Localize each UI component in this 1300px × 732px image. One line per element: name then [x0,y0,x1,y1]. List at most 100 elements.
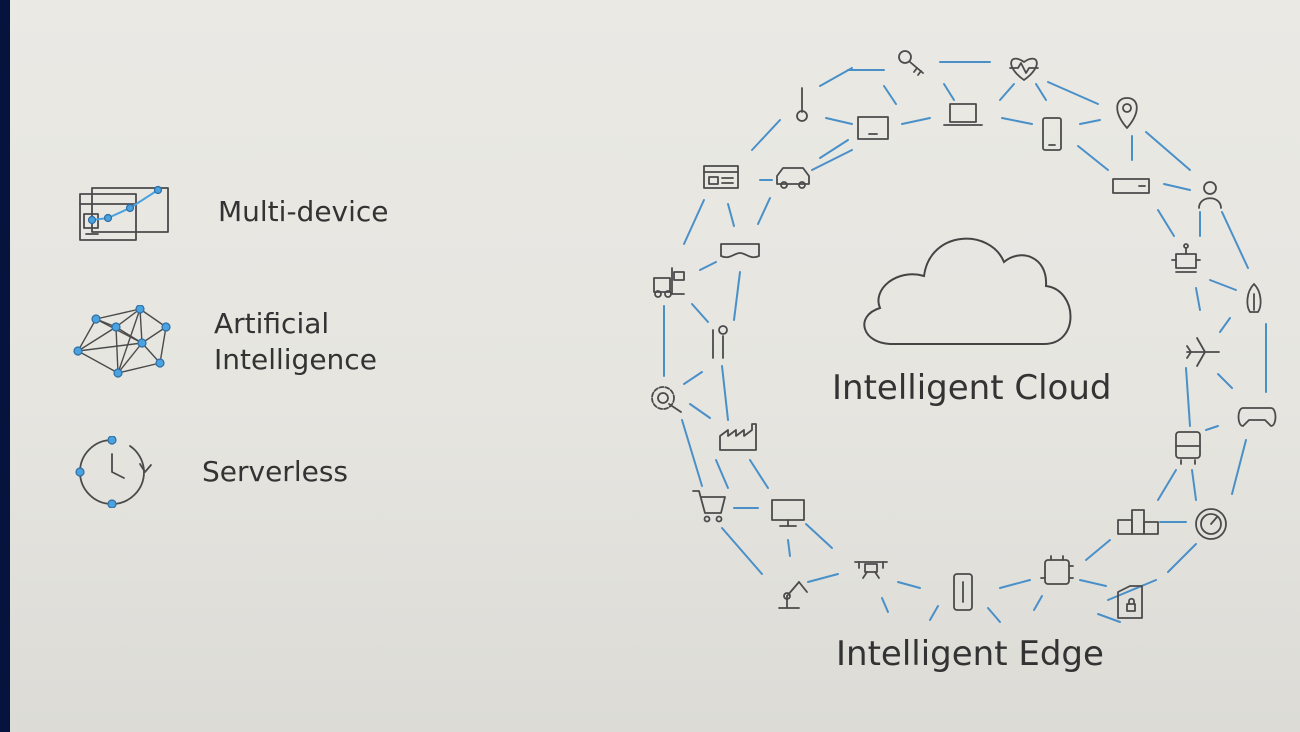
phone-icon [1042,117,1062,151]
connection-links [663,61,1267,623]
connection-link [751,119,781,151]
connection-link [1145,131,1191,171]
connection-link [683,199,705,245]
connection-link [929,605,939,621]
bus-icon [1175,431,1201,465]
connection-link [1219,317,1231,333]
connection-link [999,579,1031,589]
connection-link [1047,81,1099,105]
connection-link [1085,539,1111,561]
connection-link [1167,543,1197,573]
feature-artificial-intelligence: Artificial Intelligence [70,305,377,379]
browser-window-icon [703,165,739,189]
shopping-cart-icon [692,490,726,523]
car-icon [776,167,810,189]
connection-link [757,197,771,225]
vr-headset-icon [720,243,760,259]
connection-link [1217,373,1233,389]
connection-link [715,459,729,489]
clock-cycle-icon [75,436,152,508]
heart-monitor-icon [1009,57,1039,81]
connection-link [681,419,703,487]
connection-link [805,523,833,549]
buildings-icon [1117,509,1159,535]
location-pin-icon [1116,97,1138,129]
person-icon [1198,181,1222,209]
connection-link [691,303,709,323]
connection-link [1195,287,1201,311]
connection-link [999,83,1015,101]
connection-link [1205,425,1219,431]
connection-link [811,149,853,171]
chip-icon [1040,555,1074,585]
connection-link [1079,119,1101,125]
connection-link [1035,83,1047,101]
connection-link [1221,211,1249,269]
forklift-icon [653,267,685,298]
connection-link [881,597,889,613]
server-icon [1112,178,1150,194]
connection-link [1001,117,1033,125]
intelligent-cloud-label: Intelligent Cloud [832,368,1112,408]
connection-link [1077,145,1109,171]
connection-link [1157,469,1177,501]
feature-serverless: Serverless [70,436,348,508]
connection-link [1163,183,1191,191]
thermometer-icon [796,87,808,122]
connection-link [987,607,1001,623]
desktop-icon [771,499,805,527]
rocket-icon [1246,283,1262,313]
ai-label-line-1: Artificial [214,307,330,340]
neural-network-icon [73,305,171,378]
lock-device-icon [1117,585,1143,619]
connection-link [1209,279,1237,291]
connection-link [721,365,729,421]
ai-label-line-2: Intelligence [214,343,377,376]
connection-link [683,371,703,385]
intelligent-edge-label: Intelligent Edge [836,634,1104,674]
connection-link [689,403,711,419]
connection-link [1033,595,1043,611]
drone-icon [854,561,888,579]
connection-link [901,117,931,125]
ai-label: Artificial Intelligence [214,306,377,378]
connection-link [787,539,791,557]
gauge-icon [1195,508,1227,540]
connection-link [807,573,839,583]
connection-link [749,459,769,489]
connection-link [943,83,955,101]
connection-link [1185,367,1191,427]
robot-icon [1171,243,1201,273]
connection-link [1157,209,1175,237]
connection-link [721,527,763,575]
connection-link [1231,439,1247,495]
connection-link [819,67,853,87]
connection-link [825,117,853,125]
connection-link [733,271,741,321]
serverless-label: Serverless [202,455,349,488]
feature-multi-device: Multi-device [78,182,389,242]
connection-link [1191,469,1197,501]
gear-search-icon [651,386,682,413]
remote-icon [953,573,973,611]
key-icon [898,50,924,76]
connection-link [819,139,849,159]
tablet-icon [857,116,889,140]
laptop-icon [943,103,983,126]
connection-link [727,203,735,227]
connection-link [883,85,897,105]
connection-link [1107,579,1157,601]
connection-link [1097,613,1121,623]
multi-device-icon [79,185,169,241]
robot-arm-icon [778,581,808,609]
connection-link [897,581,921,589]
cloud-icon [863,237,1072,345]
airplane-icon [1186,337,1220,367]
factory-icon [719,423,757,451]
connection-link [1079,579,1107,587]
tools-icon [712,325,728,359]
multi-device-label: Multi-device [218,195,389,228]
game-controller-icon [1237,407,1277,427]
connection-link [699,261,717,271]
